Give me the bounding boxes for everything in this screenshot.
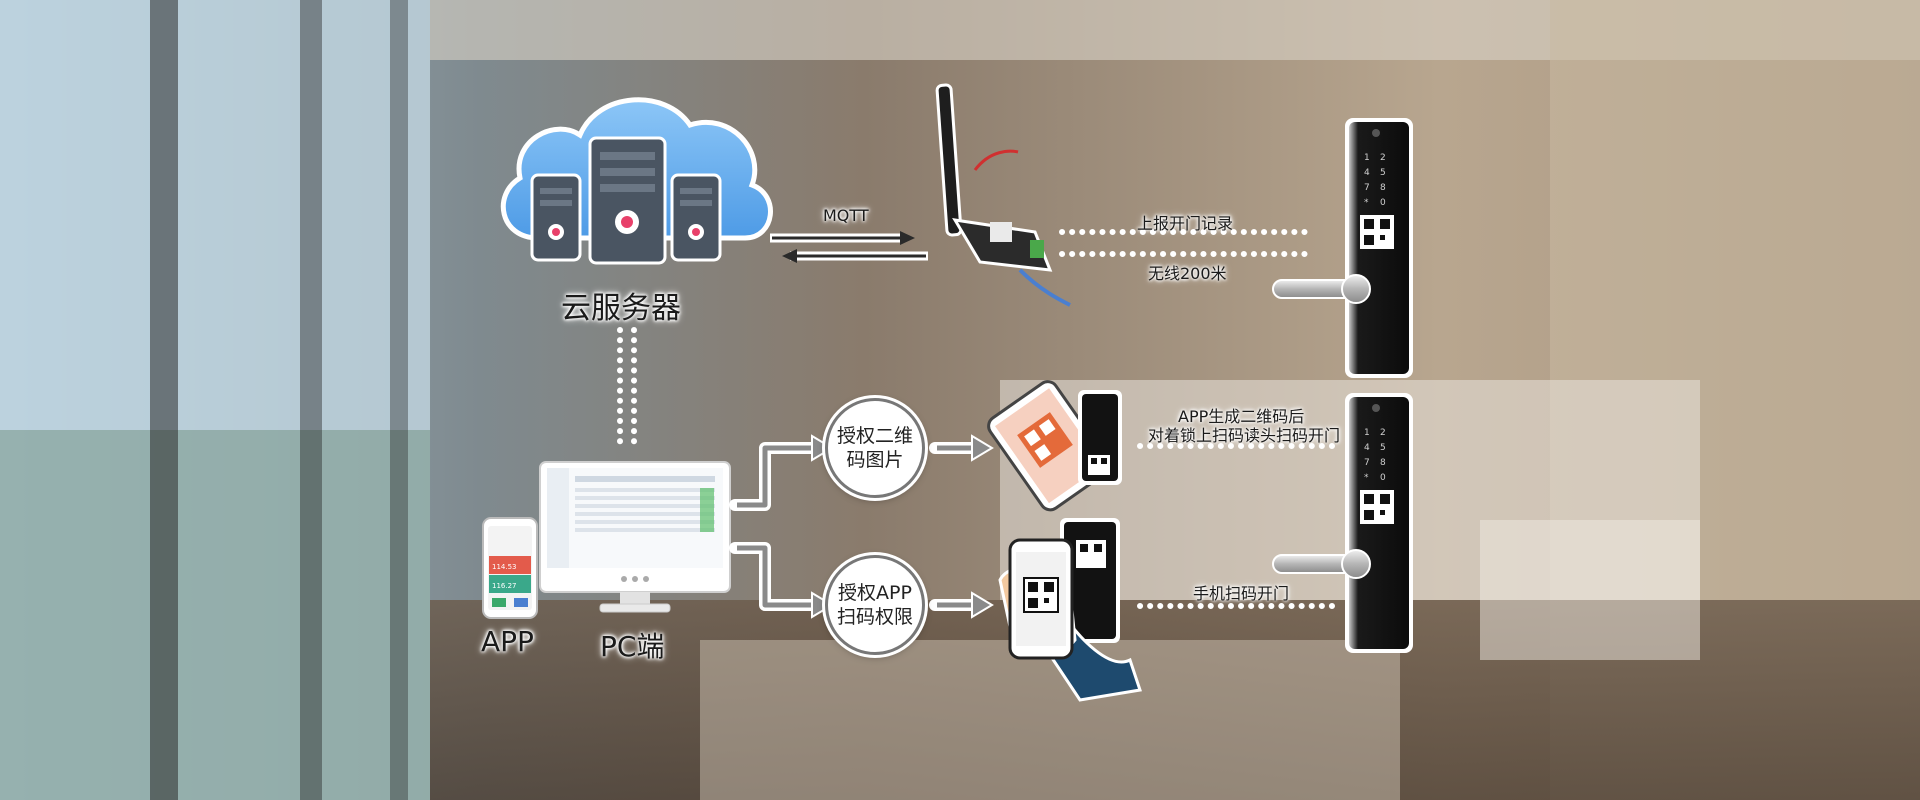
app-phone-icon: 114.53 116.27 xyxy=(482,517,538,619)
pc-monitor-icon xyxy=(539,461,731,613)
pc-label: PC端 xyxy=(600,630,665,663)
app-value-2: 116.27 xyxy=(492,582,517,590)
gateway-device-icon xyxy=(935,83,1071,307)
cloud-server-icon xyxy=(500,97,773,265)
svg-text:0: 0 xyxy=(1380,473,1386,483)
svg-text:8: 8 xyxy=(1380,458,1386,468)
svg-text:7: 7 xyxy=(1364,458,1370,468)
phone-scan-illustration xyxy=(998,518,1142,702)
report-label: 上报开门记录 xyxy=(1137,214,1234,233)
svg-text:5: 5 xyxy=(1380,443,1386,453)
app-label: APP xyxy=(481,625,534,658)
svg-text:1: 1 xyxy=(1364,153,1370,163)
mqtt-label: MQTT xyxy=(823,206,869,225)
qr-open-label-line2: 对着锁上扫码读头扫码开门 xyxy=(1148,426,1341,445)
svg-text:*: * xyxy=(1364,473,1369,483)
svg-text:2: 2 xyxy=(1380,428,1386,438)
svg-text:1: 1 xyxy=(1364,428,1370,438)
svg-text:2: 2 xyxy=(1380,153,1386,163)
svg-text:4: 4 xyxy=(1364,443,1370,453)
svg-text:7: 7 xyxy=(1364,183,1370,193)
svg-text:5: 5 xyxy=(1380,168,1386,178)
svg-text:0: 0 xyxy=(1380,198,1386,208)
auth-qr-node: 授权二维码图片 xyxy=(825,398,925,498)
qr-open-label-line1: APP生成二维码后 xyxy=(1178,407,1305,426)
auth-app-node: 授权APP扫码权限 xyxy=(825,555,925,655)
qr-scan-illustration xyxy=(987,380,1122,512)
dotted-connectors xyxy=(617,229,1341,609)
wireless-label: 无线200米 xyxy=(1148,264,1227,283)
auth-qr-label: 授权二维码图片 xyxy=(836,425,913,471)
svg-text:*: * xyxy=(1364,198,1369,208)
cloud-server-label: 云服务器 xyxy=(561,291,681,326)
auth-app-label: 授权APP扫码权限 xyxy=(836,582,913,628)
svg-text:8: 8 xyxy=(1380,183,1386,193)
svg-text:4: 4 xyxy=(1364,168,1370,178)
app-value-1: 114.53 xyxy=(492,563,517,571)
phone-scan-label: 手机扫码开门 xyxy=(1193,584,1290,603)
